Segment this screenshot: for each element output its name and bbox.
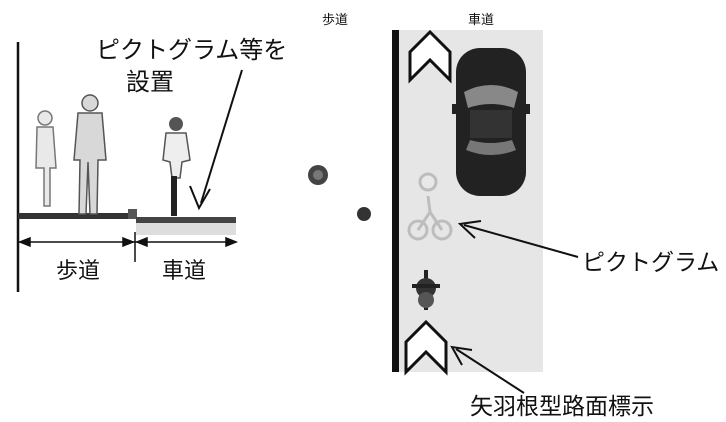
car-icon (452, 48, 530, 196)
pictogram-callout-arrow (457, 220, 579, 258)
pedestrian-icon (357, 207, 371, 221)
plan-view: 歩道 車道 (308, 13, 719, 420)
plan-roadway-label: 車道 (468, 13, 494, 28)
annotation-line-2: 設置 (126, 68, 174, 96)
boundary-line (392, 30, 399, 372)
bicycle-rider-icon (162, 117, 191, 216)
pedestrian-icon (35, 110, 57, 207)
bicycle-pictogram-icon (407, 172, 453, 241)
chevron-arrow-marking-icon (408, 29, 452, 84)
dimension-line (17, 232, 239, 262)
bicycle-rider-icon (412, 270, 440, 310)
pedestrian-icon (73, 94, 107, 215)
arrow-marking-callout: 矢羽根型路面標示 (470, 394, 654, 420)
chevron-arrow-marking-icon (404, 319, 448, 376)
curb (128, 209, 137, 219)
annotation-line-1: ピクトグラム等を (96, 36, 287, 64)
roadway-label: 車道 (162, 259, 206, 284)
arrow-marking-callout-arrow (450, 345, 525, 394)
sidewalk-label: 歩道 (56, 259, 100, 284)
annotation-arrow (189, 69, 243, 211)
roadway-surface (136, 217, 236, 223)
roadway-shade (136, 223, 236, 235)
sidewalk-surface (18, 213, 136, 219)
pedestrian-icon (308, 165, 328, 185)
cross-section-view: ピクトグラム等を 設置 (16, 36, 287, 292)
pictogram-callout: ピクトグラム (582, 250, 719, 276)
plan-sidewalk-label: 歩道 (322, 13, 348, 28)
